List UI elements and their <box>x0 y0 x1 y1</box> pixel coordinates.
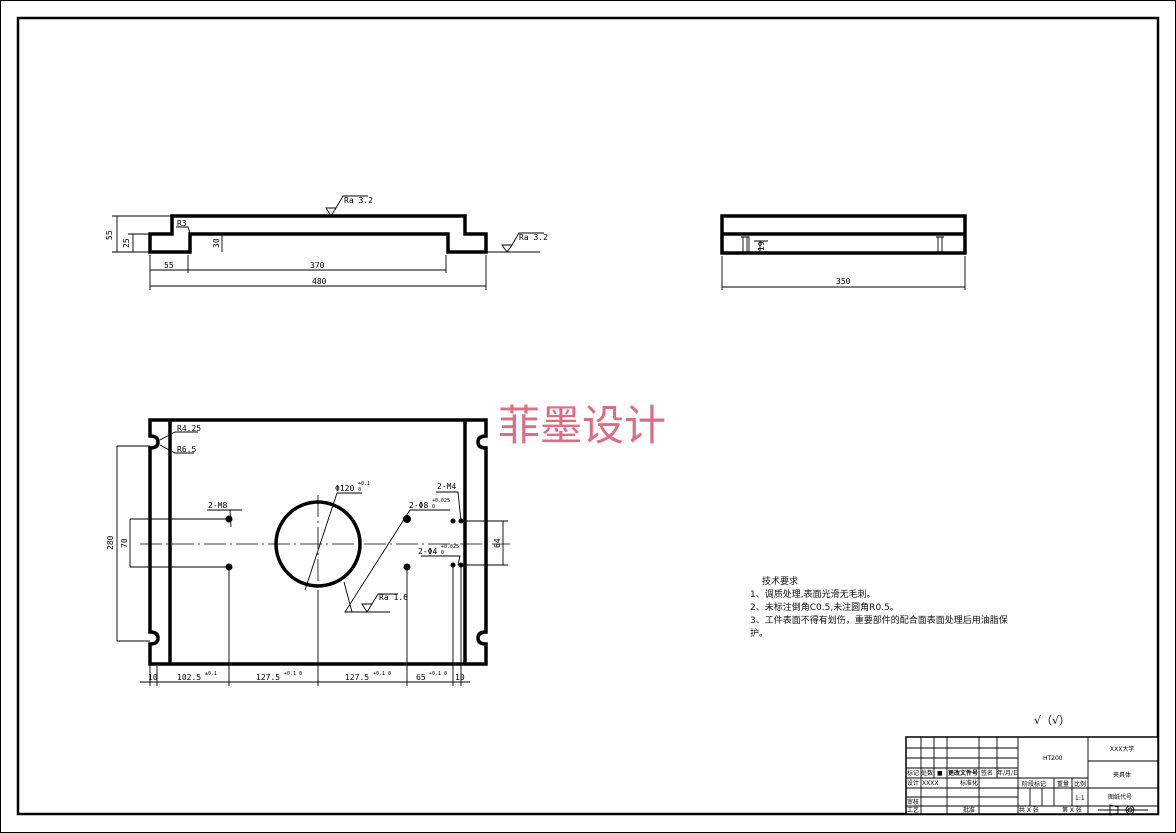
side-view: 19 350 <box>720 214 967 290</box>
roughness-right: Ra 3.2 <box>519 233 548 242</box>
radius-large: R6.5 <box>177 445 196 454</box>
school: XXX大学 <box>1110 745 1134 753</box>
dim-m4-span: 64 <box>493 538 502 548</box>
drawing-code: 图纸代号 <box>1108 793 1132 801</box>
bore-tol-upper: +0.1 <box>358 481 370 487</box>
title-block: HT200 XXX大学 夹具体 图纸代号 标记 处数 ■ 更改文件号 签名 年/… <box>905 736 1159 816</box>
tb-standardize: 标准化 <box>960 779 978 787</box>
tb-designer: XXXX <box>922 780 938 787</box>
dim-bottom-1-tol: ±0.1 <box>205 671 217 677</box>
tb-sheets-total: 共 X 张 <box>1019 806 1039 814</box>
radius-label: R3 <box>177 219 187 228</box>
front-view: 55 25 30 55 370 480 R3 Ra 3.2 Ra 3.2 <box>105 195 548 290</box>
tb-review: 审核 <box>907 798 919 806</box>
pin4-label: 2-Φ4 <box>418 547 437 556</box>
pin8-tol-lower: 0 <box>432 504 435 510</box>
tb-design: 设计 <box>907 779 919 787</box>
dim-bottom-5: 10 <box>455 673 465 682</box>
roughness-top: Ra 3.2 <box>344 196 373 205</box>
tb-process: 工艺 <box>907 806 919 814</box>
m8-label: 2-M8 <box>208 501 227 510</box>
roughness-symbol-icon <box>361 593 398 613</box>
surface-finish-note: √（√） <box>1034 714 1070 727</box>
watermark: 菲墨设计 <box>498 401 666 450</box>
material: HT200 <box>1043 755 1063 762</box>
tech-req-item: 护。 <box>750 627 768 639</box>
tb-count: 处数 <box>921 769 933 777</box>
radius-small: R4.25 <box>177 424 201 433</box>
dim-bottom-2: 127.5 <box>256 673 280 682</box>
dim-height-total: 55 <box>105 230 114 240</box>
dim-step-width: 55 <box>164 261 174 270</box>
tb-scale: 1:1 <box>1075 795 1085 802</box>
dim-bottom-2-tol: +0.1 0 <box>284 671 302 677</box>
dim-bottom-4-tol: +0.1 0 <box>429 671 447 677</box>
dim-bottom-3-tol: +0.1 0 <box>373 671 391 677</box>
roughness-bore: Ra 1.6 <box>379 593 408 602</box>
dim-bottom-1: 102.5 <box>177 673 201 682</box>
tb-mark: 标记 <box>907 769 919 777</box>
dim-slot-width: 370 <box>310 261 325 270</box>
dim-total-width: 480 <box>312 277 327 286</box>
roughness-symbol-icon <box>501 232 544 253</box>
dim-width: 350 <box>836 277 851 286</box>
roughness-symbol-icon <box>325 195 368 217</box>
tb-signature: 签名 <box>981 769 993 777</box>
m4-label: 2-M4 <box>437 482 456 491</box>
holes <box>225 515 464 571</box>
pin8-label: 2-Φ8 <box>409 501 428 510</box>
tech-req-item: 3、工件表面不得有划伤，重要部件的配合面表面处理后用油脂保 <box>750 614 1008 626</box>
tb-approve: 批准 <box>963 806 975 814</box>
dim-m8-span: 70 <box>120 538 129 548</box>
dim-slot-span: 280 <box>106 535 115 550</box>
bore-tol-lower: 0 <box>358 487 361 493</box>
tb-sheet-no: 第 X 张 <box>1062 806 1082 814</box>
dim-bottom-0: 10 <box>148 673 158 682</box>
tech-req-title: 技术要求 <box>762 575 798 587</box>
tb-stage-mark: 阶段标记 <box>1022 780 1046 788</box>
tb-change-doc: 更改文件号 <box>948 769 978 777</box>
dim-height-step: 25 <box>122 238 131 248</box>
pin4-tol-upper: +0.025 <box>441 544 459 550</box>
dim-bolt-height: 19 <box>757 241 766 251</box>
dim-bottom-4: 65 <box>416 673 426 682</box>
tb-date: 年/月/日 <box>997 769 1019 777</box>
pin4-tol-lower: 0 <box>441 550 444 556</box>
tech-req-item: 2、未标注倒角C0.5,未注圆角R0.5。 <box>750 601 899 613</box>
tb-scale-label: 比例 <box>1074 780 1086 788</box>
drawing-frame <box>16 16 1160 816</box>
bore-label: Φ120 <box>335 484 354 493</box>
top-view: 280 70 64 10 102.5 ±0.1 127.5 +0.1 0 127… <box>106 418 510 686</box>
dim-bottom-3: 127.5 <box>345 673 369 682</box>
projection-symbol-icon <box>1098 804 1148 816</box>
pin8-tol-upper: +0.025 <box>432 498 450 504</box>
technical-requirements: 技术要求 1、调质处理,表面光滑无毛刺。 2、未标注倒角C0.5,未注圆角R0.… <box>750 575 1008 639</box>
tb-zone: ■ <box>937 770 943 777</box>
tb-weight: 重量 <box>1057 780 1069 788</box>
tech-req-item: 1、调质处理,表面光滑无毛刺。 <box>750 588 876 600</box>
part-name: 夹具体 <box>1113 771 1131 779</box>
dim-height-inner: 30 <box>212 238 221 248</box>
